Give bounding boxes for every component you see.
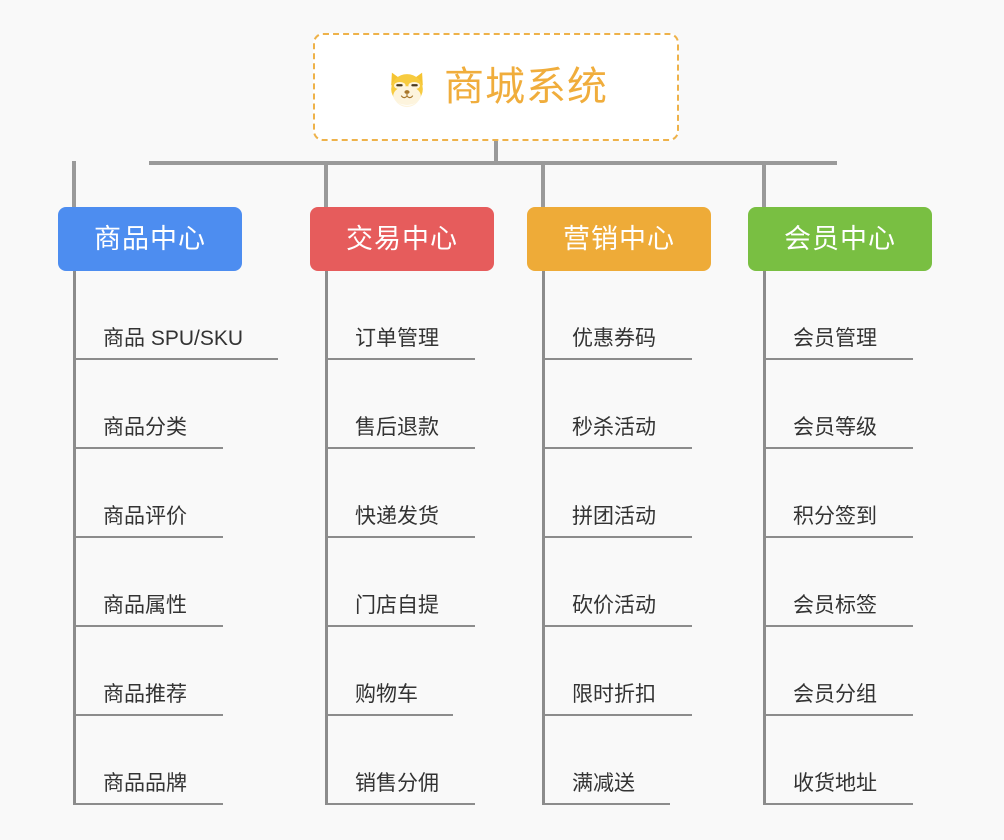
leaf-item[interactable]: 商品分类 (73, 360, 223, 449)
leaf-item-underline (73, 803, 223, 805)
root-node[interactable]: 商城系统 (313, 33, 679, 141)
leaf-item-underline (542, 625, 692, 627)
root-title: 商城系统 (444, 65, 608, 109)
leaf-column-1: 商品 SPU/SKU 商品分类商品评价商品属性商品推荐商品品牌 (73, 271, 333, 805)
leaf-item[interactable]: 商品评价 (73, 449, 223, 538)
leaf-item-label: 优惠券码 (572, 327, 656, 350)
leaf-item-underline (763, 358, 913, 360)
connector-drop-1 (72, 161, 76, 209)
leaf-item-label: 会员标签 (793, 594, 877, 617)
leaf-item-underline (73, 714, 223, 716)
leaf-item-label: 商品 SPU/SKU (103, 327, 244, 350)
leaf-item[interactable]: 收货地址 (763, 716, 913, 805)
connector-root-stem (494, 141, 498, 163)
leaf-item-underline (73, 447, 223, 449)
leaf-item[interactable]: 砍价活动 (542, 538, 692, 627)
leaf-item-label: 商品属性 (103, 594, 187, 617)
leaf-item-underline (325, 714, 453, 716)
leaf-item-label: 会员管理 (793, 327, 877, 350)
leaf-item[interactable]: 门店自提 (325, 538, 475, 627)
leaf-item-underline (73, 625, 223, 627)
category-node-4[interactable]: 会员中心 (748, 207, 932, 271)
category-node-3[interactable]: 营销中心 (527, 207, 711, 271)
leaf-column-4: 会员管理会员等级积分签到会员标签会员分组收货地址 (763, 271, 1004, 805)
leaf-item-underline (763, 625, 913, 627)
category-label: 交易中心 (346, 223, 458, 254)
leaf-item[interactable]: 拼团活动 (542, 449, 692, 538)
leaf-item-label: 销售分佣 (355, 772, 439, 795)
category-label: 商品中心 (94, 223, 206, 254)
leaf-item[interactable]: 订单管理 (325, 271, 475, 360)
leaf-item[interactable]: 商品品牌 (73, 716, 223, 805)
leaf-item-underline (73, 358, 278, 360)
leaf-item-label: 商品品牌 (103, 772, 187, 795)
leaf-item-label: 订单管理 (355, 327, 439, 350)
leaf-item[interactable]: 会员分组 (763, 627, 913, 716)
category-node-1[interactable]: 商品中心 (58, 207, 242, 271)
leaf-item-underline (325, 447, 475, 449)
leaf-item-underline (542, 447, 692, 449)
leaf-item-label: 商品评价 (103, 505, 187, 528)
leaf-item[interactable]: 快递发货 (325, 449, 475, 538)
leaf-item-underline (542, 358, 692, 360)
leaf-item-underline (763, 714, 913, 716)
leaf-column-3: 优惠券码秒杀活动拼团活动砍价活动限时折扣满减送 (542, 271, 802, 805)
leaf-spine (325, 271, 328, 805)
leaf-item-underline (763, 536, 913, 538)
leaf-item-label: 售后退款 (355, 416, 439, 439)
leaf-spine (73, 271, 76, 805)
leaf-item[interactable]: 限时折扣 (542, 627, 692, 716)
leaf-item-label: 会员分组 (793, 683, 877, 706)
leaf-item-label: 满减送 (572, 772, 635, 795)
leaf-spine (542, 271, 545, 805)
leaf-item-label: 会员等级 (793, 416, 877, 439)
leaf-item-underline (325, 358, 475, 360)
connector-drop-2 (324, 161, 328, 209)
leaf-item[interactable]: 商品属性 (73, 538, 223, 627)
leaf-item-underline (763, 447, 913, 449)
leaf-item-label: 限时折扣 (572, 683, 656, 706)
leaf-item-underline (325, 536, 475, 538)
leaf-item[interactable]: 积分签到 (763, 449, 913, 538)
leaf-item-label: 砍价活动 (572, 594, 656, 617)
leaf-item[interactable]: 优惠券码 (542, 271, 692, 360)
leaf-item-underline (73, 536, 223, 538)
leaf-item[interactable]: 会员等级 (763, 360, 913, 449)
leaf-column-2: 订单管理售后退款快递发货门店自提购物车销售分佣 (325, 271, 585, 805)
connector-drop-3 (541, 161, 545, 209)
leaf-item-label: 收货地址 (793, 772, 877, 795)
connector-horizontal-bus (149, 161, 837, 165)
leaf-item[interactable]: 售后退款 (325, 360, 475, 449)
leaf-item[interactable]: 满减送 (542, 716, 670, 805)
leaf-item[interactable]: 会员标签 (763, 538, 913, 627)
leaf-item-underline (542, 536, 692, 538)
leaf-item-label: 积分签到 (793, 505, 877, 528)
category-node-2[interactable]: 交易中心 (310, 207, 494, 271)
leaf-item[interactable]: 商品推荐 (73, 627, 223, 716)
leaf-item-underline (763, 803, 913, 805)
leaf-item-label: 商品分类 (103, 416, 187, 439)
leaf-item-underline (542, 714, 692, 716)
leaf-item-underline (325, 625, 475, 627)
leaf-item-label: 门店自提 (355, 594, 439, 617)
category-label: 会员中心 (784, 223, 896, 254)
leaf-item-label: 购物车 (355, 683, 418, 706)
shiba-dog-icon (384, 64, 430, 110)
leaf-item-label: 拼团活动 (572, 505, 656, 528)
leaf-item[interactable]: 销售分佣 (325, 716, 475, 805)
leaf-item[interactable]: 秒杀活动 (542, 360, 692, 449)
leaf-item-label: 快递发货 (355, 505, 439, 528)
leaf-item[interactable]: 商品 SPU/SKU (73, 271, 278, 360)
leaf-item[interactable]: 购物车 (325, 627, 453, 716)
leaf-spine (763, 271, 766, 805)
connector-drop-4 (762, 161, 766, 209)
leaf-item-underline (542, 803, 670, 805)
leaf-item[interactable]: 会员管理 (763, 271, 913, 360)
leaf-item-label: 商品推荐 (103, 683, 187, 706)
leaf-item-underline (325, 803, 475, 805)
leaf-item-label: 秒杀活动 (572, 416, 656, 439)
category-label: 营销中心 (563, 223, 675, 254)
